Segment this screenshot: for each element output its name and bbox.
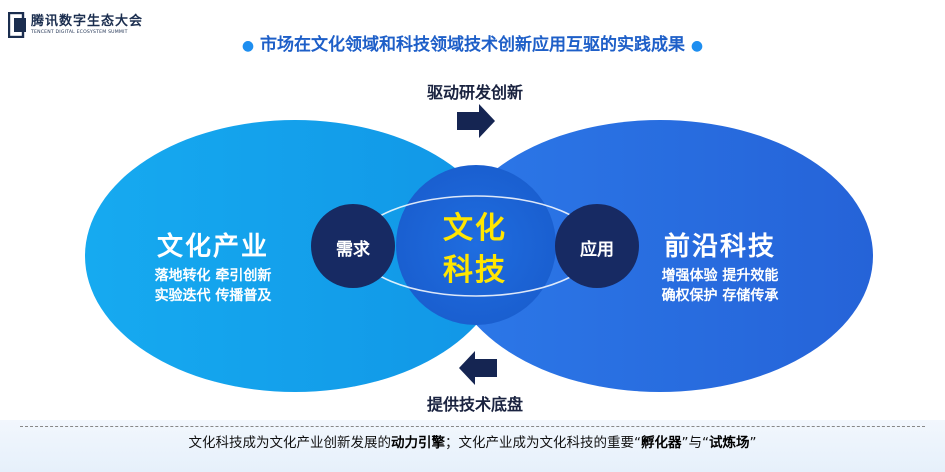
culture-industry-line1: 落地转化 牵引创新 [154, 268, 272, 284]
frontier-tech-line2: 确权保护 存储传承 [661, 288, 779, 304]
demand-badge-label: 需求 [336, 240, 370, 260]
footer-part3: ”与“ [681, 435, 710, 451]
footer-bold3: 试炼场 [709, 435, 750, 451]
demand-badge-circle [311, 204, 395, 288]
headline-bullet-left-icon: ● [241, 38, 255, 54]
footer-bold2: 孵化器 [641, 435, 682, 451]
footer-bold1: 动力引擎 [391, 435, 445, 451]
frontier-tech-line1: 增强体验 提升效能 [661, 268, 779, 284]
apply-badge-label: 应用 [580, 240, 614, 260]
center-label-line1: 文化 [443, 211, 507, 246]
bottom-arrow-label: 提供技术底盘 [426, 395, 523, 414]
frontier-tech-circle [447, 120, 873, 392]
bottom-strip [0, 420, 945, 472]
top-arrow-label: 驱动研发创新 [426, 83, 523, 102]
logo: 腾讯数字生态大会 TENCENT DIGITAL ECOSYSTEM SUMMI… [8, 12, 143, 38]
headline-text: 市场在文化领域和科技领域技术创新应用互驱的实践成果 [260, 35, 685, 55]
headline-bullet-right-icon: ● [690, 38, 704, 54]
center-circle [396, 165, 556, 325]
right-arrow-icon [457, 104, 495, 138]
footer-part2: ；文化产业成为文化科技的重要“ [445, 435, 641, 451]
footer-divider [20, 426, 925, 427]
tencent-logo-icon [8, 12, 26, 38]
culture-industry-line2: 实验迭代 传播普及 [154, 288, 272, 304]
logo-name-cn: 腾讯数字生态大会 [31, 13, 144, 29]
culture-industry-title: 文化产业 [156, 232, 269, 262]
footer-part1: 文化科技成为文化产业创新发展的 [188, 435, 392, 451]
frontier-tech-title: 前沿科技 [663, 232, 776, 262]
center-label-line2: 科技 [443, 253, 507, 288]
apply-badge-circle [555, 204, 639, 288]
culture-industry-circle [85, 120, 505, 392]
footer-summary: 文化科技成为文化产业创新发展的动力引擎；文化产业成为文化科技的重要“孵化器”与“… [0, 431, 945, 451]
footer-part4: ” [749, 435, 757, 451]
headline: ● 市场在文化领域和科技领域技术创新应用互驱的实践成果 ● [0, 30, 945, 55]
logo-name-en: TENCENT DIGITAL ECOSYSTEM SUMMIT [31, 29, 128, 35]
left-arrow-icon [459, 351, 497, 385]
